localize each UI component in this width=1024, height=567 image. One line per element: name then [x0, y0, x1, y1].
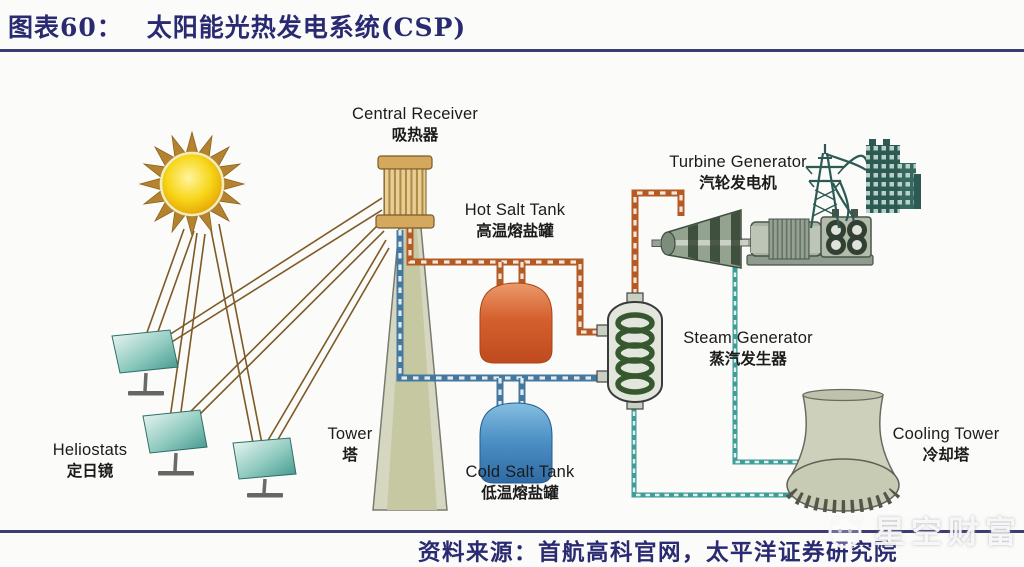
cooling-tower [785, 388, 901, 514]
label-turbine-generator: Turbine Generator 汽轮发电机 [669, 153, 807, 192]
turbine-generator-set [651, 208, 874, 269]
heliostat-1 [111, 329, 179, 396]
steam-generator [596, 292, 663, 410]
hot-salt-tank [479, 282, 553, 364]
power-lines [825, 152, 869, 222]
label-cooling-tower: Cooling Tower 冷却塔 [892, 425, 1000, 464]
watermark: 星空财富 [823, 506, 1022, 552]
figure-title-text: 太阳能光热发电系统(CSP) [146, 13, 467, 42]
label-tower: Tower 塔 [327, 425, 373, 464]
label-steam-generator: Steam Generator 蒸汽发生器 [683, 329, 813, 368]
water-steam-pipe [631, 263, 812, 498]
transmission-pylon [805, 144, 845, 229]
city-buildings [866, 139, 921, 213]
watermark-text: 星空财富 [874, 514, 1022, 550]
heliostat-3 [232, 437, 297, 498]
label-cold-salt-tank: Cold Salt Tank 低温熔盐罐 [465, 463, 575, 502]
cold-salt-tank [479, 402, 553, 484]
central-receiver [375, 155, 435, 229]
title-divider [0, 49, 1024, 52]
heliostat-2 [142, 409, 208, 476]
sunlight-rays [139, 197, 390, 461]
cold-salt-pipe [396, 230, 606, 412]
sun-icon [138, 130, 246, 238]
figure-title: 图表60： 太阳能光热发电系统(CSP) [8, 8, 466, 44]
figure-label: 图表60： [8, 13, 123, 42]
source-note: 资料来源：首航高科官网，太平洋证券研究院 [418, 540, 899, 566]
label-heliostats: Heliostats 定日镜 [52, 441, 128, 480]
label-hot-salt-tank: Hot Salt Tank 高温熔盐罐 [464, 201, 566, 240]
watermark-logo-icon [828, 512, 866, 549]
footer-divider [0, 530, 1024, 533]
label-central-receiver: Central Receiver 吸热器 [351, 105, 479, 144]
